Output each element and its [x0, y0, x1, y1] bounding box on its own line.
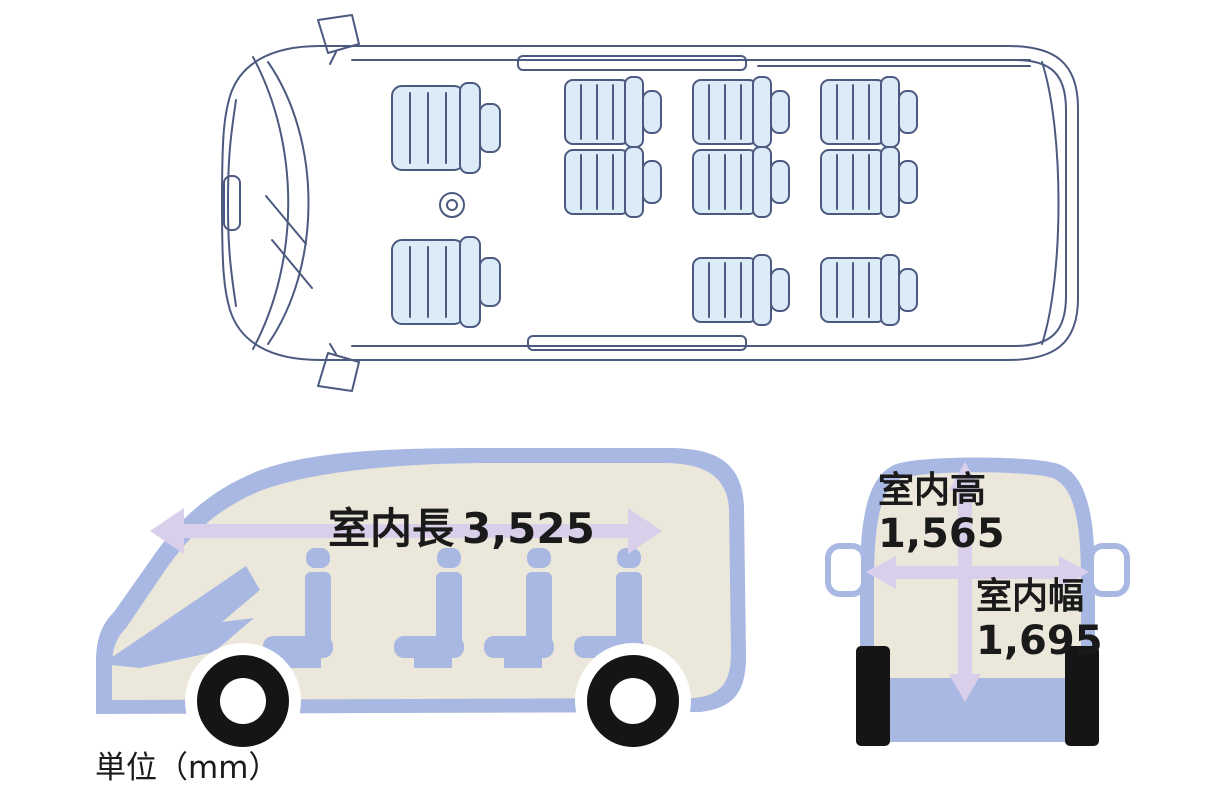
- interior-width-value: 1,695: [976, 618, 1103, 664]
- interior-length-value: 3,525: [462, 504, 595, 553]
- side-seat-1: [263, 548, 333, 668]
- side-view: 室内長 3,525: [96, 448, 746, 759]
- right-mirror-icon: [317, 343, 360, 392]
- rear-view-left-wheel: [856, 646, 890, 746]
- console-icon: [439, 192, 465, 218]
- windshield-line: [267, 61, 310, 345]
- bottom-door-step: [527, 335, 747, 351]
- front-emblem: [223, 175, 241, 231]
- side-seat-2: [394, 548, 464, 668]
- interior-width-label: 室内幅: [976, 576, 1084, 617]
- front-wheel: [197, 655, 289, 747]
- front-bumper-line: [227, 99, 237, 307]
- rear-view-right-wheel: [1065, 646, 1099, 746]
- wiper-lines: [265, 195, 313, 289]
- seat-row4-b: [820, 146, 918, 218]
- seat-row3-a: [692, 76, 790, 148]
- top-door-rail: [757, 59, 1031, 67]
- interior-length-label: 室内長: [328, 504, 455, 553]
- rear-wheel: [587, 655, 679, 747]
- rear-hatch-line: [1041, 61, 1060, 345]
- seat-row2-b: [564, 146, 662, 218]
- hood-shape: [102, 566, 260, 668]
- interior-width-arrow: [866, 556, 1089, 589]
- seat-row4-a: [820, 76, 918, 148]
- interior-height-value: 1,565: [878, 511, 1005, 557]
- interior-height-arrow: [949, 462, 981, 702]
- van-body-outline: [221, 45, 1079, 361]
- top-door-step: [517, 55, 747, 71]
- seat-row3-b: [692, 146, 790, 218]
- cabin-inner-outline: [351, 59, 1067, 347]
- seat-row3-c: [692, 254, 790, 326]
- seat-front-passenger: [391, 82, 501, 174]
- rear-left-mirror-icon: [825, 543, 867, 597]
- top-view: [221, 14, 1079, 392]
- seat-row2-a: [564, 76, 662, 148]
- unit-label: 単位（mm）: [95, 750, 279, 786]
- windshield-line-2: [252, 56, 290, 350]
- seat-row4-c: [820, 254, 918, 326]
- interior-length-arrow: [150, 508, 662, 554]
- rear-view: 室内高 1,565 室内幅 1,695: [825, 457, 1130, 746]
- interior-height-label: 室内高: [878, 470, 986, 511]
- rear-right-mirror-icon: [1088, 543, 1130, 597]
- seat-driver: [391, 236, 501, 328]
- side-seat-3: [484, 548, 554, 668]
- left-mirror-icon: [317, 14, 360, 65]
